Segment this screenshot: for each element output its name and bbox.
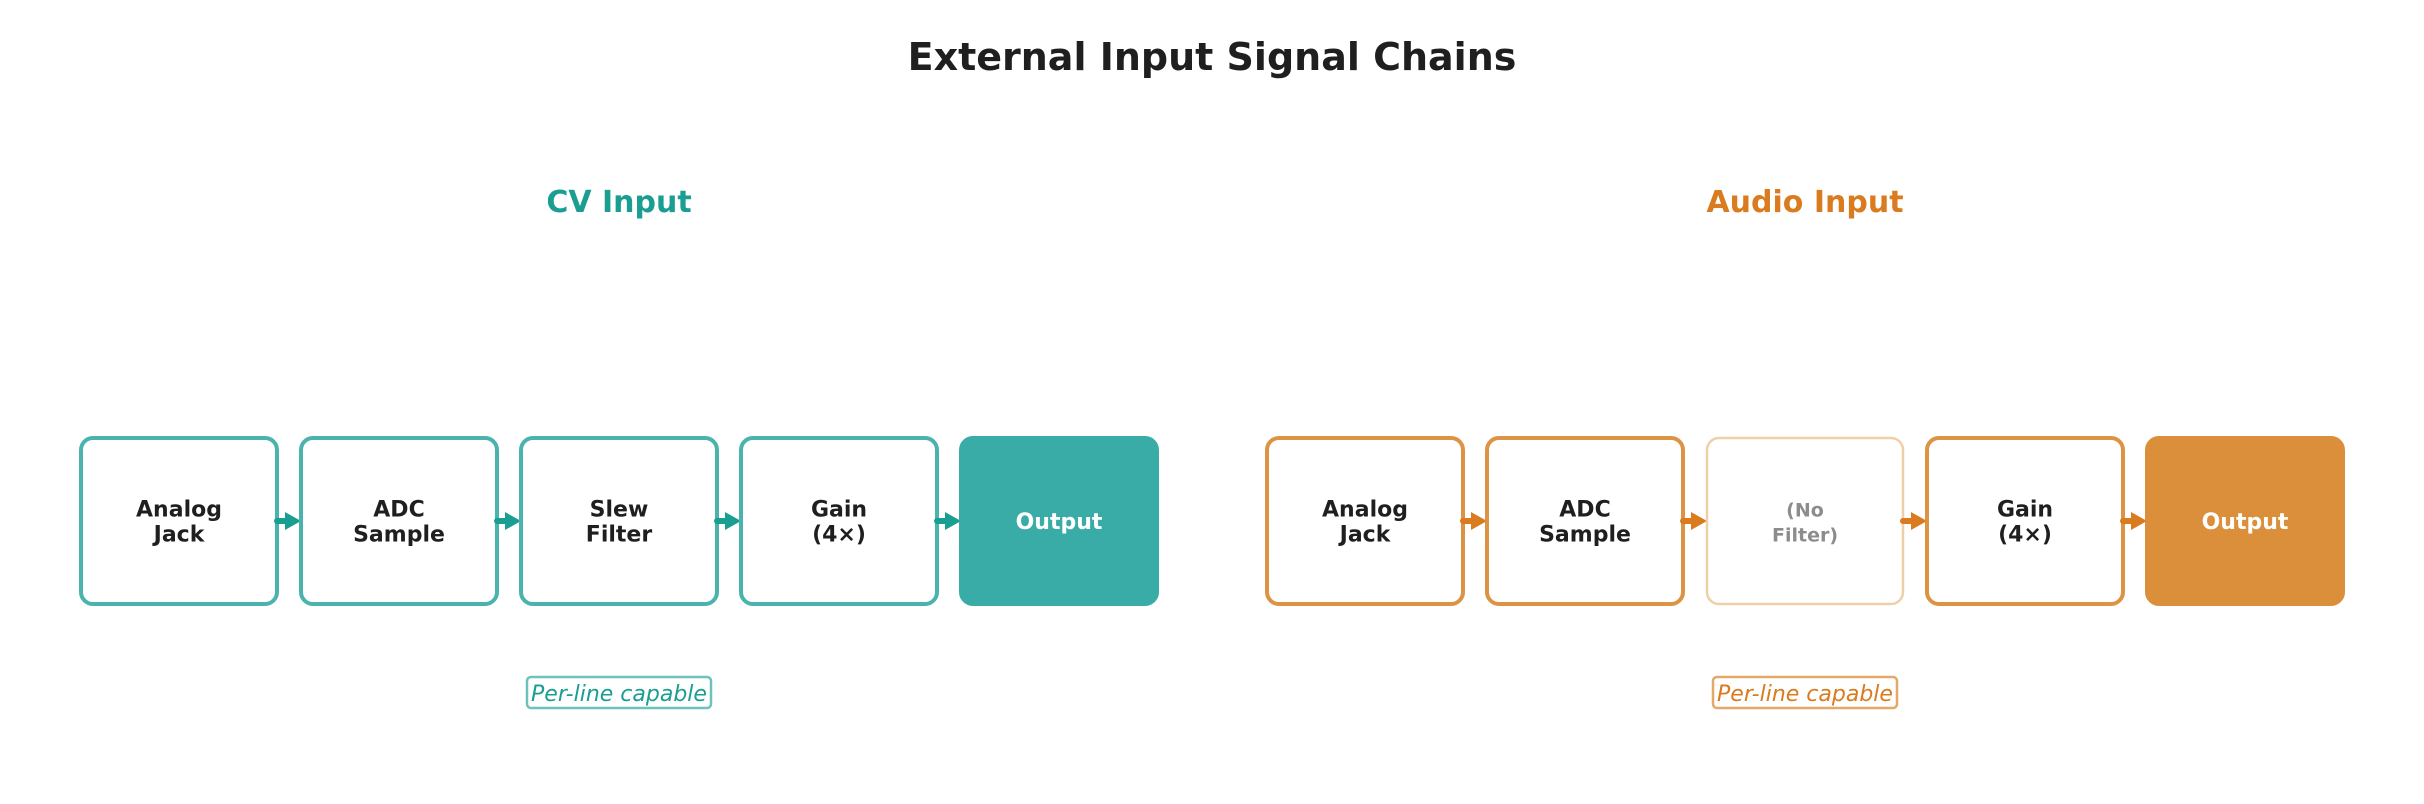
stage-label: (4×) xyxy=(1998,523,2052,548)
stage-label: Slew xyxy=(590,498,649,523)
tag-label: Per-line capable xyxy=(1717,682,1893,707)
arrow-icon xyxy=(2120,512,2147,530)
stage-box: Gain(4×) xyxy=(739,436,939,606)
stage-label: Output xyxy=(1016,510,1103,535)
arrow-icon xyxy=(714,512,741,530)
arrow-icon xyxy=(1460,512,1487,530)
stage-label: ADC xyxy=(1559,498,1610,523)
stage-label: (4×) xyxy=(812,523,866,548)
per-line-tag: Per-line capable xyxy=(1711,675,1899,710)
stage-box: Output xyxy=(2145,436,2345,606)
tag-label: Per-line capable xyxy=(531,682,707,707)
chain-heading: CV Input xyxy=(546,185,691,220)
stage-label: (No xyxy=(1786,500,1824,522)
arrow-icon xyxy=(934,512,961,530)
stage-label: ADC xyxy=(373,498,424,523)
stage-label: Jack xyxy=(1338,523,1392,548)
stage-label: Filter) xyxy=(1772,525,1838,547)
chain-cv: CV InputAnalogJackADCSampleSlewFilterGai… xyxy=(79,185,1159,710)
arrow-icon xyxy=(1900,512,1927,530)
chain-heading: Audio Input xyxy=(1706,185,1903,220)
stage-box: Gain(4×) xyxy=(1925,436,2125,606)
per-line-tag: Per-line capable xyxy=(525,675,713,710)
chain-audio: Audio InputAnalogJackADCSample(NoFilter)… xyxy=(1265,185,2345,710)
stage-label: Jack xyxy=(152,523,206,548)
stage-label: Analog xyxy=(136,498,222,523)
diagram-title: External Input Signal Chains xyxy=(908,35,1517,79)
stage-box: Output xyxy=(959,436,1159,606)
stage-label: Gain xyxy=(811,498,867,523)
stage-rect xyxy=(959,436,1159,606)
arrow-icon xyxy=(274,512,301,530)
arrow-icon xyxy=(1680,512,1707,530)
stage-label: Sample xyxy=(353,523,445,548)
stage-rect xyxy=(2145,436,2345,606)
stage-label: Output xyxy=(2202,510,2289,535)
stage-label: Analog xyxy=(1322,498,1408,523)
stage-label: Sample xyxy=(1539,523,1631,548)
arrow-icon xyxy=(494,512,521,530)
stage-label: Gain xyxy=(1997,498,2053,523)
stage-label: Filter xyxy=(586,523,653,548)
